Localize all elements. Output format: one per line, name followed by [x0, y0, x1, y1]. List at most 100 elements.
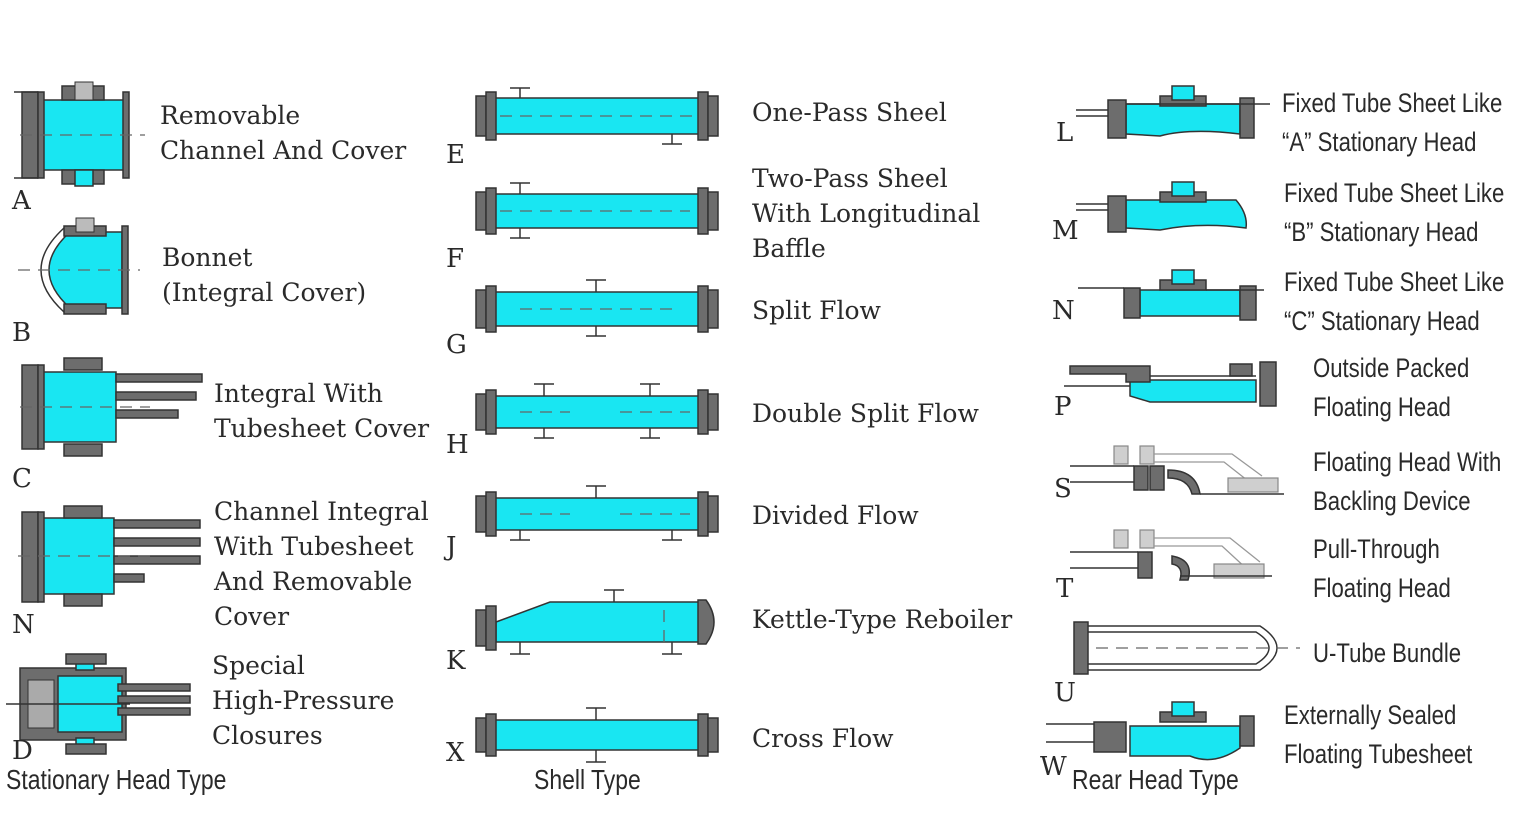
rear-w-line-1: Externally Sealed: [1284, 700, 1457, 730]
stationary-b-line-1: Bonnet: [162, 243, 253, 272]
stationary-c-line-2: Tubesheet Cover: [214, 414, 430, 443]
rear-head-l-figure: [1076, 85, 1270, 139]
stationary-footer: Stationary Head Type: [6, 764, 227, 795]
rear-s-line-1: Floating Head With: [1313, 447, 1502, 477]
shell-k-label: Kettle-Type Reboiler: [752, 602, 1012, 637]
shell-e-letter: E: [446, 140, 465, 170]
shell-f-line-2: With Longitudinal: [752, 199, 981, 228]
rear-head-n-figure: [1078, 269, 1264, 321]
rear-w-letter: W: [1040, 752, 1067, 782]
shell-x-letter: X: [446, 738, 465, 768]
shell-k-letter: K: [446, 646, 466, 676]
shell-e-line-1: One-Pass Sheel: [752, 98, 947, 127]
rear-n-line-2: “C” Stationary Head: [1284, 306, 1480, 336]
shell-g-figure: [475, 279, 719, 337]
shell-g-letter: G: [446, 330, 467, 360]
stationary-head-d-figure: [6, 653, 191, 755]
stationary-d-letter: D: [12, 736, 33, 766]
rear-s-label: Floating Head With Backling Device: [1313, 443, 1501, 521]
rear-u-letter: U: [1054, 678, 1076, 708]
rear-head-p-figure: [1064, 361, 1277, 407]
shell-j-label: Divided Flow: [752, 498, 919, 533]
shell-e-figure: [475, 87, 719, 145]
rear-footer: Rear Head Type: [1072, 764, 1239, 795]
stationary-d-line-3: Closures: [212, 721, 323, 750]
stationary-b-label: Bonnet (Integral Cover): [162, 240, 366, 310]
rear-l-letter: L: [1056, 118, 1074, 148]
stationary-b-letter: B: [12, 318, 32, 348]
rear-p-label: Outside Packed Floating Head: [1313, 349, 1469, 427]
shell-footer: Shell Type: [534, 764, 641, 795]
stationary-d-label: Special High-Pressure Closures: [212, 648, 394, 753]
stationary-n-line-4: Cover: [214, 602, 290, 631]
rear-head-s-figure: [1070, 445, 1284, 495]
rear-l-line-2: “A” Stationary Head: [1282, 127, 1477, 157]
shell-h-letter: H: [446, 430, 469, 460]
stationary-n-line-3: And Removable: [214, 567, 413, 596]
rear-n-letter: N: [1052, 296, 1075, 326]
stationary-a-label: Removable Channel And Cover: [160, 98, 406, 168]
shell-f-label: Two-Pass Sheel With Longitudinal Baffle: [752, 161, 980, 266]
stationary-c-letter: C: [12, 464, 32, 494]
shell-x-figure: [475, 707, 719, 763]
shell-j-letter: J: [446, 532, 457, 562]
rear-p-line-2: Floating Head: [1313, 392, 1451, 422]
rear-t-letter: T: [1056, 574, 1074, 604]
stationary-a-letter: A: [12, 186, 31, 216]
rear-s-line-2: Backling Device: [1313, 486, 1471, 516]
stationary-a-line-2: Channel And Cover: [160, 136, 407, 165]
shell-k-figure: [475, 589, 715, 655]
rear-m-line-1: Fixed Tube Sheet Like: [1284, 178, 1505, 208]
rear-t-line-2: Floating Head: [1313, 573, 1451, 603]
rear-m-label: Fixed Tube Sheet Like “B” Stationary Hea…: [1284, 174, 1504, 252]
stationary-head-b-figure: [18, 217, 140, 315]
shell-f-line-1: Two-Pass Sheel: [752, 164, 948, 193]
rear-n-label: Fixed Tube Sheet Like “C” Stationary Hea…: [1284, 263, 1504, 341]
rear-p-line-1: Outside Packed: [1313, 353, 1470, 383]
shell-h-line-1: Double Split Flow: [752, 399, 979, 428]
stationary-a-line-1: Removable: [160, 101, 301, 130]
rear-head-w-figure: [1046, 701, 1255, 761]
stationary-n-line-1: Channel Integral: [214, 497, 429, 526]
rear-l-line-1: Fixed Tube Sheet Like: [1282, 88, 1503, 118]
stationary-d-line-1: Special: [212, 651, 305, 680]
shell-f-line-3: Baffle: [752, 234, 826, 263]
rear-t-line-1: Pull-Through: [1313, 534, 1440, 564]
stationary-n-letter: N: [12, 610, 35, 640]
rear-t-label: Pull-Through Floating Head: [1313, 530, 1451, 608]
shell-f-letter: F: [446, 244, 465, 274]
stationary-d-line-2: High-Pressure: [212, 686, 395, 715]
stationary-n-label: Channel Integral With Tubesheet And Remo…: [214, 494, 429, 634]
shell-g-line-1: Split Flow: [752, 296, 881, 325]
shell-h-figure: [475, 383, 719, 439]
rear-s-letter: S: [1054, 474, 1072, 504]
shell-x-label: Cross Flow: [752, 721, 894, 756]
stationary-b-line-2: (Integral Cover): [162, 278, 367, 307]
shell-g-label: Split Flow: [752, 293, 881, 328]
stationary-head-c-figure: [20, 357, 203, 457]
stationary-c-line-1: Integral With: [214, 379, 384, 408]
shell-h-label: Double Split Flow: [752, 396, 979, 431]
shell-x-line-1: Cross Flow: [752, 724, 894, 753]
rear-head-m-figure: [1076, 181, 1248, 233]
rear-m-line-2: “B” Stationary Head: [1284, 217, 1479, 247]
rear-n-line-1: Fixed Tube Sheet Like: [1284, 267, 1505, 297]
shell-j-line-1: Divided Flow: [752, 501, 919, 530]
rear-head-t-figure: [1070, 529, 1272, 581]
shell-e-label: One-Pass Sheel: [752, 95, 947, 130]
shell-j-figure: [475, 485, 719, 541]
rear-m-letter: M: [1052, 216, 1079, 246]
rear-l-label: Fixed Tube Sheet Like “A” Stationary Hea…: [1282, 84, 1502, 162]
stationary-head-n-figure: [18, 505, 201, 607]
rear-u-label: U-Tube Bundle: [1313, 634, 1461, 673]
rear-w-line-2: Floating Tubesheet: [1284, 739, 1473, 769]
stationary-c-label: Integral With Tubesheet Cover: [214, 376, 429, 446]
rear-w-label: Externally Sealed Floating Tubesheet: [1284, 696, 1472, 774]
shell-f-figure: [475, 182, 719, 239]
shell-k-line-1: Kettle-Type Reboiler: [752, 605, 1013, 634]
rear-head-u-figure: [1073, 621, 1300, 675]
rear-p-letter: P: [1054, 392, 1072, 422]
rear-u-line-1: U-Tube Bundle: [1313, 638, 1462, 668]
